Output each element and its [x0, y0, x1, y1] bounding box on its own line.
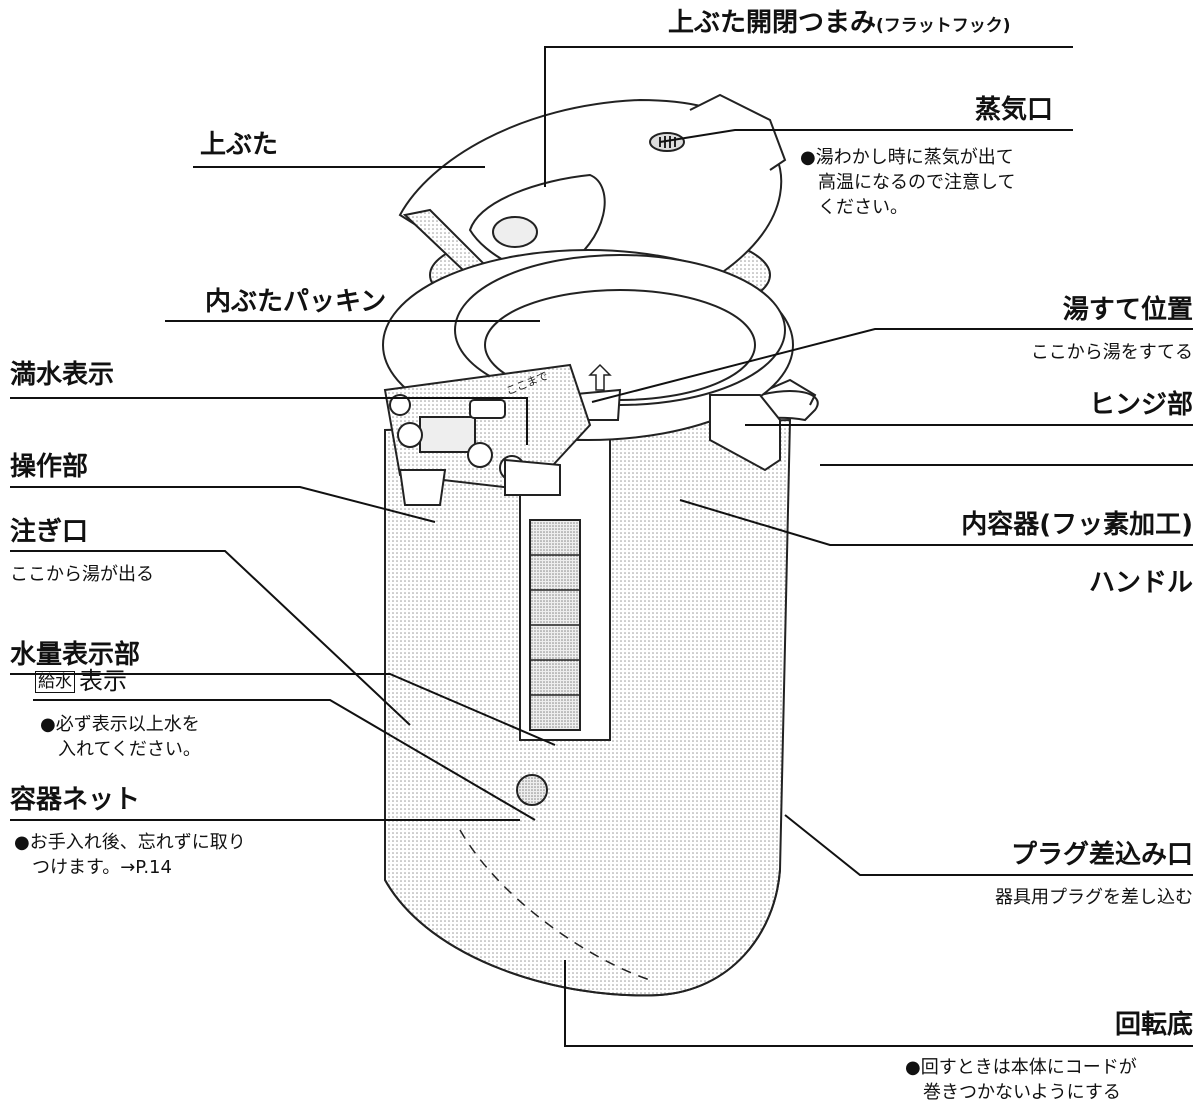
note-spout: ここから湯が出る: [10, 564, 154, 585]
note-refill: ●必ず表示以上水を 入れてください。: [40, 714, 201, 760]
label-spout: 注ぎ口: [10, 517, 89, 547]
label-discard-position: 湯すて位置: [1062, 295, 1193, 325]
label-lid-knob: 上ぶた開閉つまみ(フラットフック): [668, 8, 1011, 38]
note-steam-vent: ●湯わかし時に蒸気が出て 高温になるので注意して ください。: [800, 147, 1016, 218]
pot-body-drawing: [384, 378, 819, 997]
label-handle: ハンドル: [1088, 568, 1193, 598]
note-discard-position: ここから湯をすてる: [1030, 342, 1193, 363]
label-inner-container: 内容器(フッ素加工): [961, 510, 1193, 540]
label-water-level-display: 水量表示部: [10, 640, 141, 670]
label-plug-socket: プラグ差込み口: [1010, 840, 1193, 870]
label-rotating-base: 回転底: [1114, 1010, 1193, 1040]
label-lid: 上ぶた: [200, 130, 279, 160]
pot-top-drawing: [382, 249, 794, 506]
label-full-water-mark: 満水表示: [10, 360, 115, 390]
note-plug-socket: 器具用プラグを差し込む: [995, 887, 1193, 908]
label-hinge: ヒンジ部: [1088, 390, 1193, 420]
leader-lines: [10, 46, 1193, 1047]
label-lid-knob-sub: (フラットフック): [876, 16, 1011, 36]
label-refill: 給水表示: [35, 666, 127, 696]
label-steam-vent: 蒸気口: [975, 95, 1054, 125]
label-inner-lid-packing: 内ぶたパッキン: [205, 287, 387, 317]
note-container-net: ●お手入れ後、忘れずに取り つけます。→P.14: [14, 832, 246, 878]
label-container-net: 容器ネット: [10, 785, 141, 815]
note-rotating-base: ●回すときは本体にコードが 巻きつかないようにする: [905, 1057, 1137, 1103]
label-control-panel: 操作部: [10, 452, 89, 482]
refill-box: 給水: [35, 671, 75, 693]
